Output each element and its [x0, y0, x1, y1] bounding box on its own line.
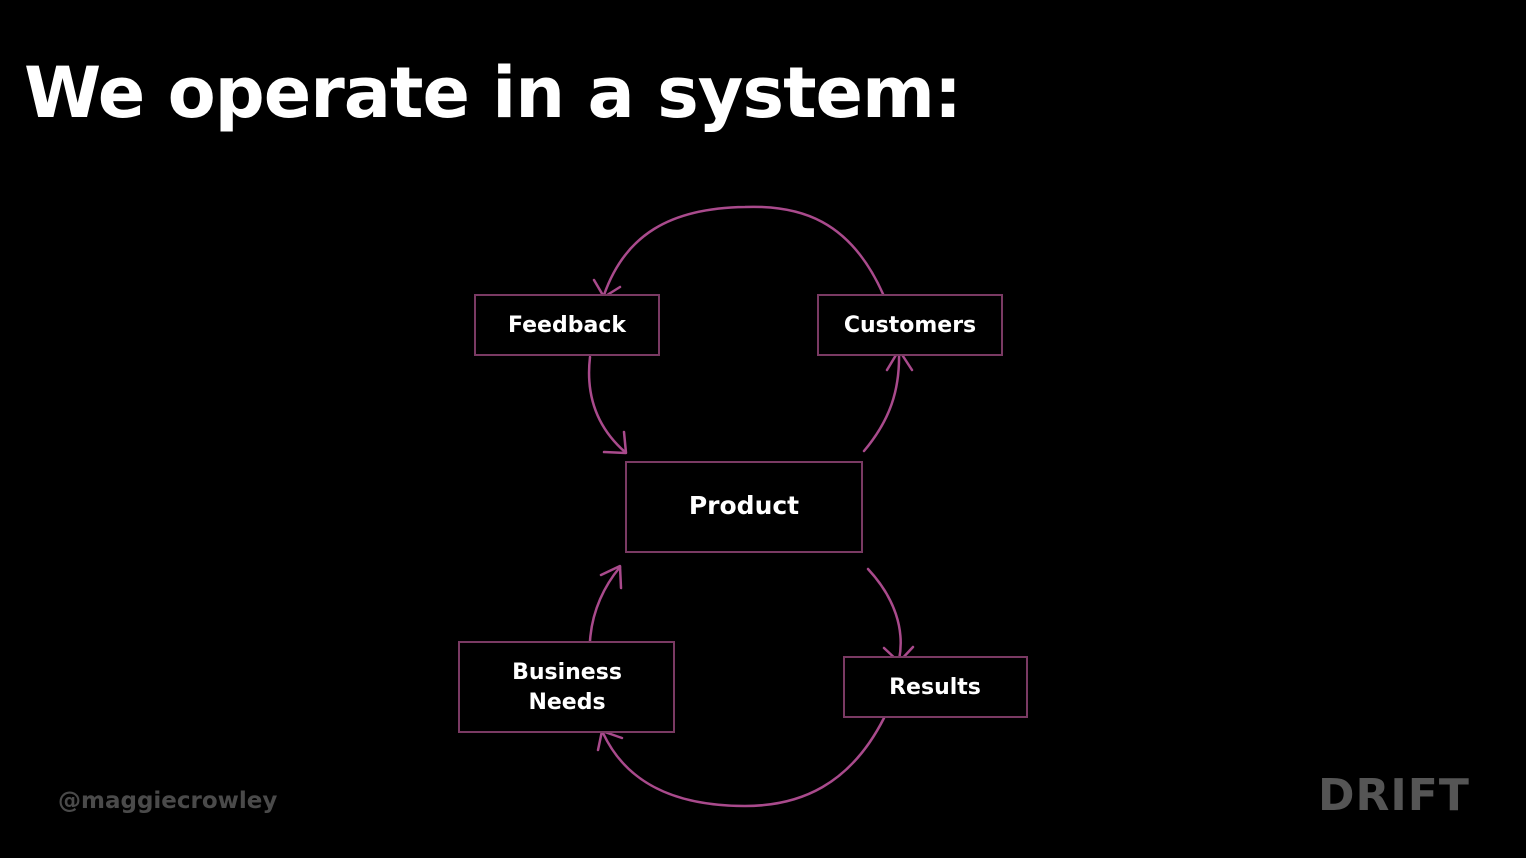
arrow-head-product-from-feedback — [602, 430, 628, 455]
arrow-results-to-business-needs — [601, 716, 886, 808]
slide-title: We operate in a system: — [24, 52, 962, 134]
node-customers-box — [817, 294, 1003, 356]
node-product-label: Product — [689, 491, 799, 520]
node-business-needs-label-line1: Business — [512, 660, 622, 685]
node-business-needs-label-line2: Needs — [528, 690, 605, 715]
drift-logo: DRIFT — [1318, 770, 1470, 821]
arrow-product-to-customers — [862, 350, 901, 453]
node-results-label: Results — [889, 675, 981, 700]
node-customers-label: Customers — [844, 313, 976, 338]
node-product-box — [625, 461, 863, 553]
arrow-head-product-from-business — [599, 564, 623, 590]
node-feedback-box — [474, 294, 660, 356]
arrow-business-needs-to-product — [588, 565, 622, 643]
arrow-feedback-to-product — [587, 355, 627, 454]
node-business-needs-box — [458, 641, 675, 733]
author-handle: @maggiecrowley — [58, 788, 278, 814]
node-results-box — [843, 656, 1028, 718]
arrow-product-to-results — [866, 567, 902, 662]
node-feedback-label: Feedback — [508, 313, 627, 338]
arrow-customers-to-feedback — [602, 205, 885, 297]
